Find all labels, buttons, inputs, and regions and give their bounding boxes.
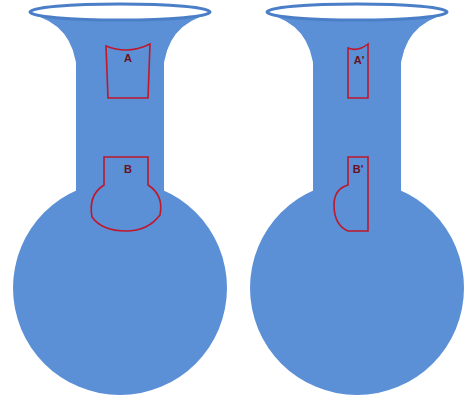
left-flask <box>13 4 227 395</box>
element-label: A' <box>354 54 365 66</box>
fluid-element: A <box>104 42 152 100</box>
fluid-element: B' <box>330 155 370 233</box>
right-flask <box>250 4 464 395</box>
element-outline <box>104 42 152 100</box>
element-outline <box>346 42 370 100</box>
element-label: A <box>124 52 132 64</box>
element-outline <box>330 155 370 233</box>
fluid-element: B <box>88 155 166 233</box>
element-label: B <box>124 163 132 175</box>
fluid-element: A' <box>346 42 370 100</box>
element-label: B' <box>353 163 364 175</box>
